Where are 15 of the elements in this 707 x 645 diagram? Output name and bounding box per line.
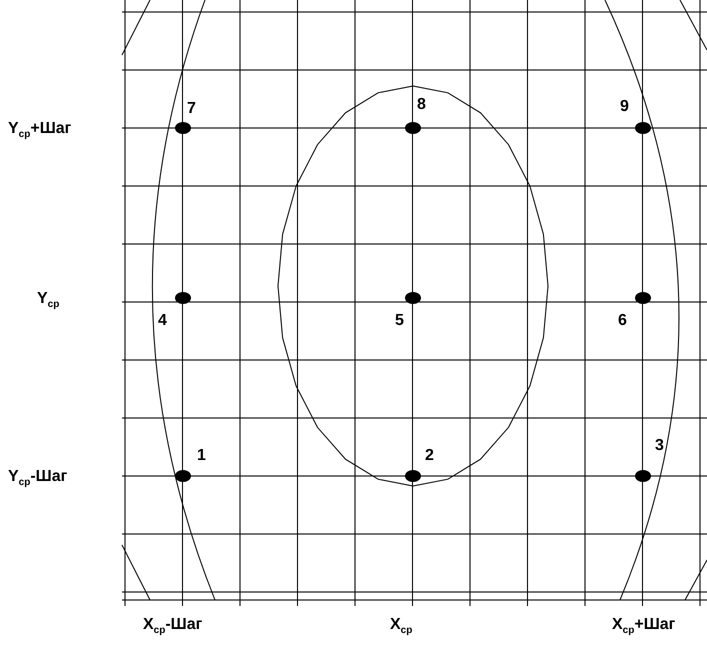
point-number: 2 — [425, 447, 434, 465]
point-number: 9 — [620, 98, 629, 116]
axis-label: Y$_{ср}$ — [37, 290, 60, 312]
axis-label: X$_{ср}$ — [390, 616, 412, 638]
point-number: 6 — [618, 312, 627, 330]
point-number: 7 — [187, 100, 196, 118]
point-number: 5 — [395, 312, 404, 330]
axis-label: Y$_{ср}$+Шаг — [8, 120, 72, 142]
point-number: 8 — [417, 96, 426, 114]
axis-label: X$_{ср}$-Шаг — [143, 616, 202, 638]
point-number: 1 — [197, 447, 206, 465]
point-number: 4 — [158, 312, 167, 330]
axis-label: X$_{ср}$+Шаг — [612, 616, 676, 638]
axis-label: Y$_{ср}$-Шаг — [8, 468, 68, 490]
point-number: 3 — [655, 437, 664, 455]
